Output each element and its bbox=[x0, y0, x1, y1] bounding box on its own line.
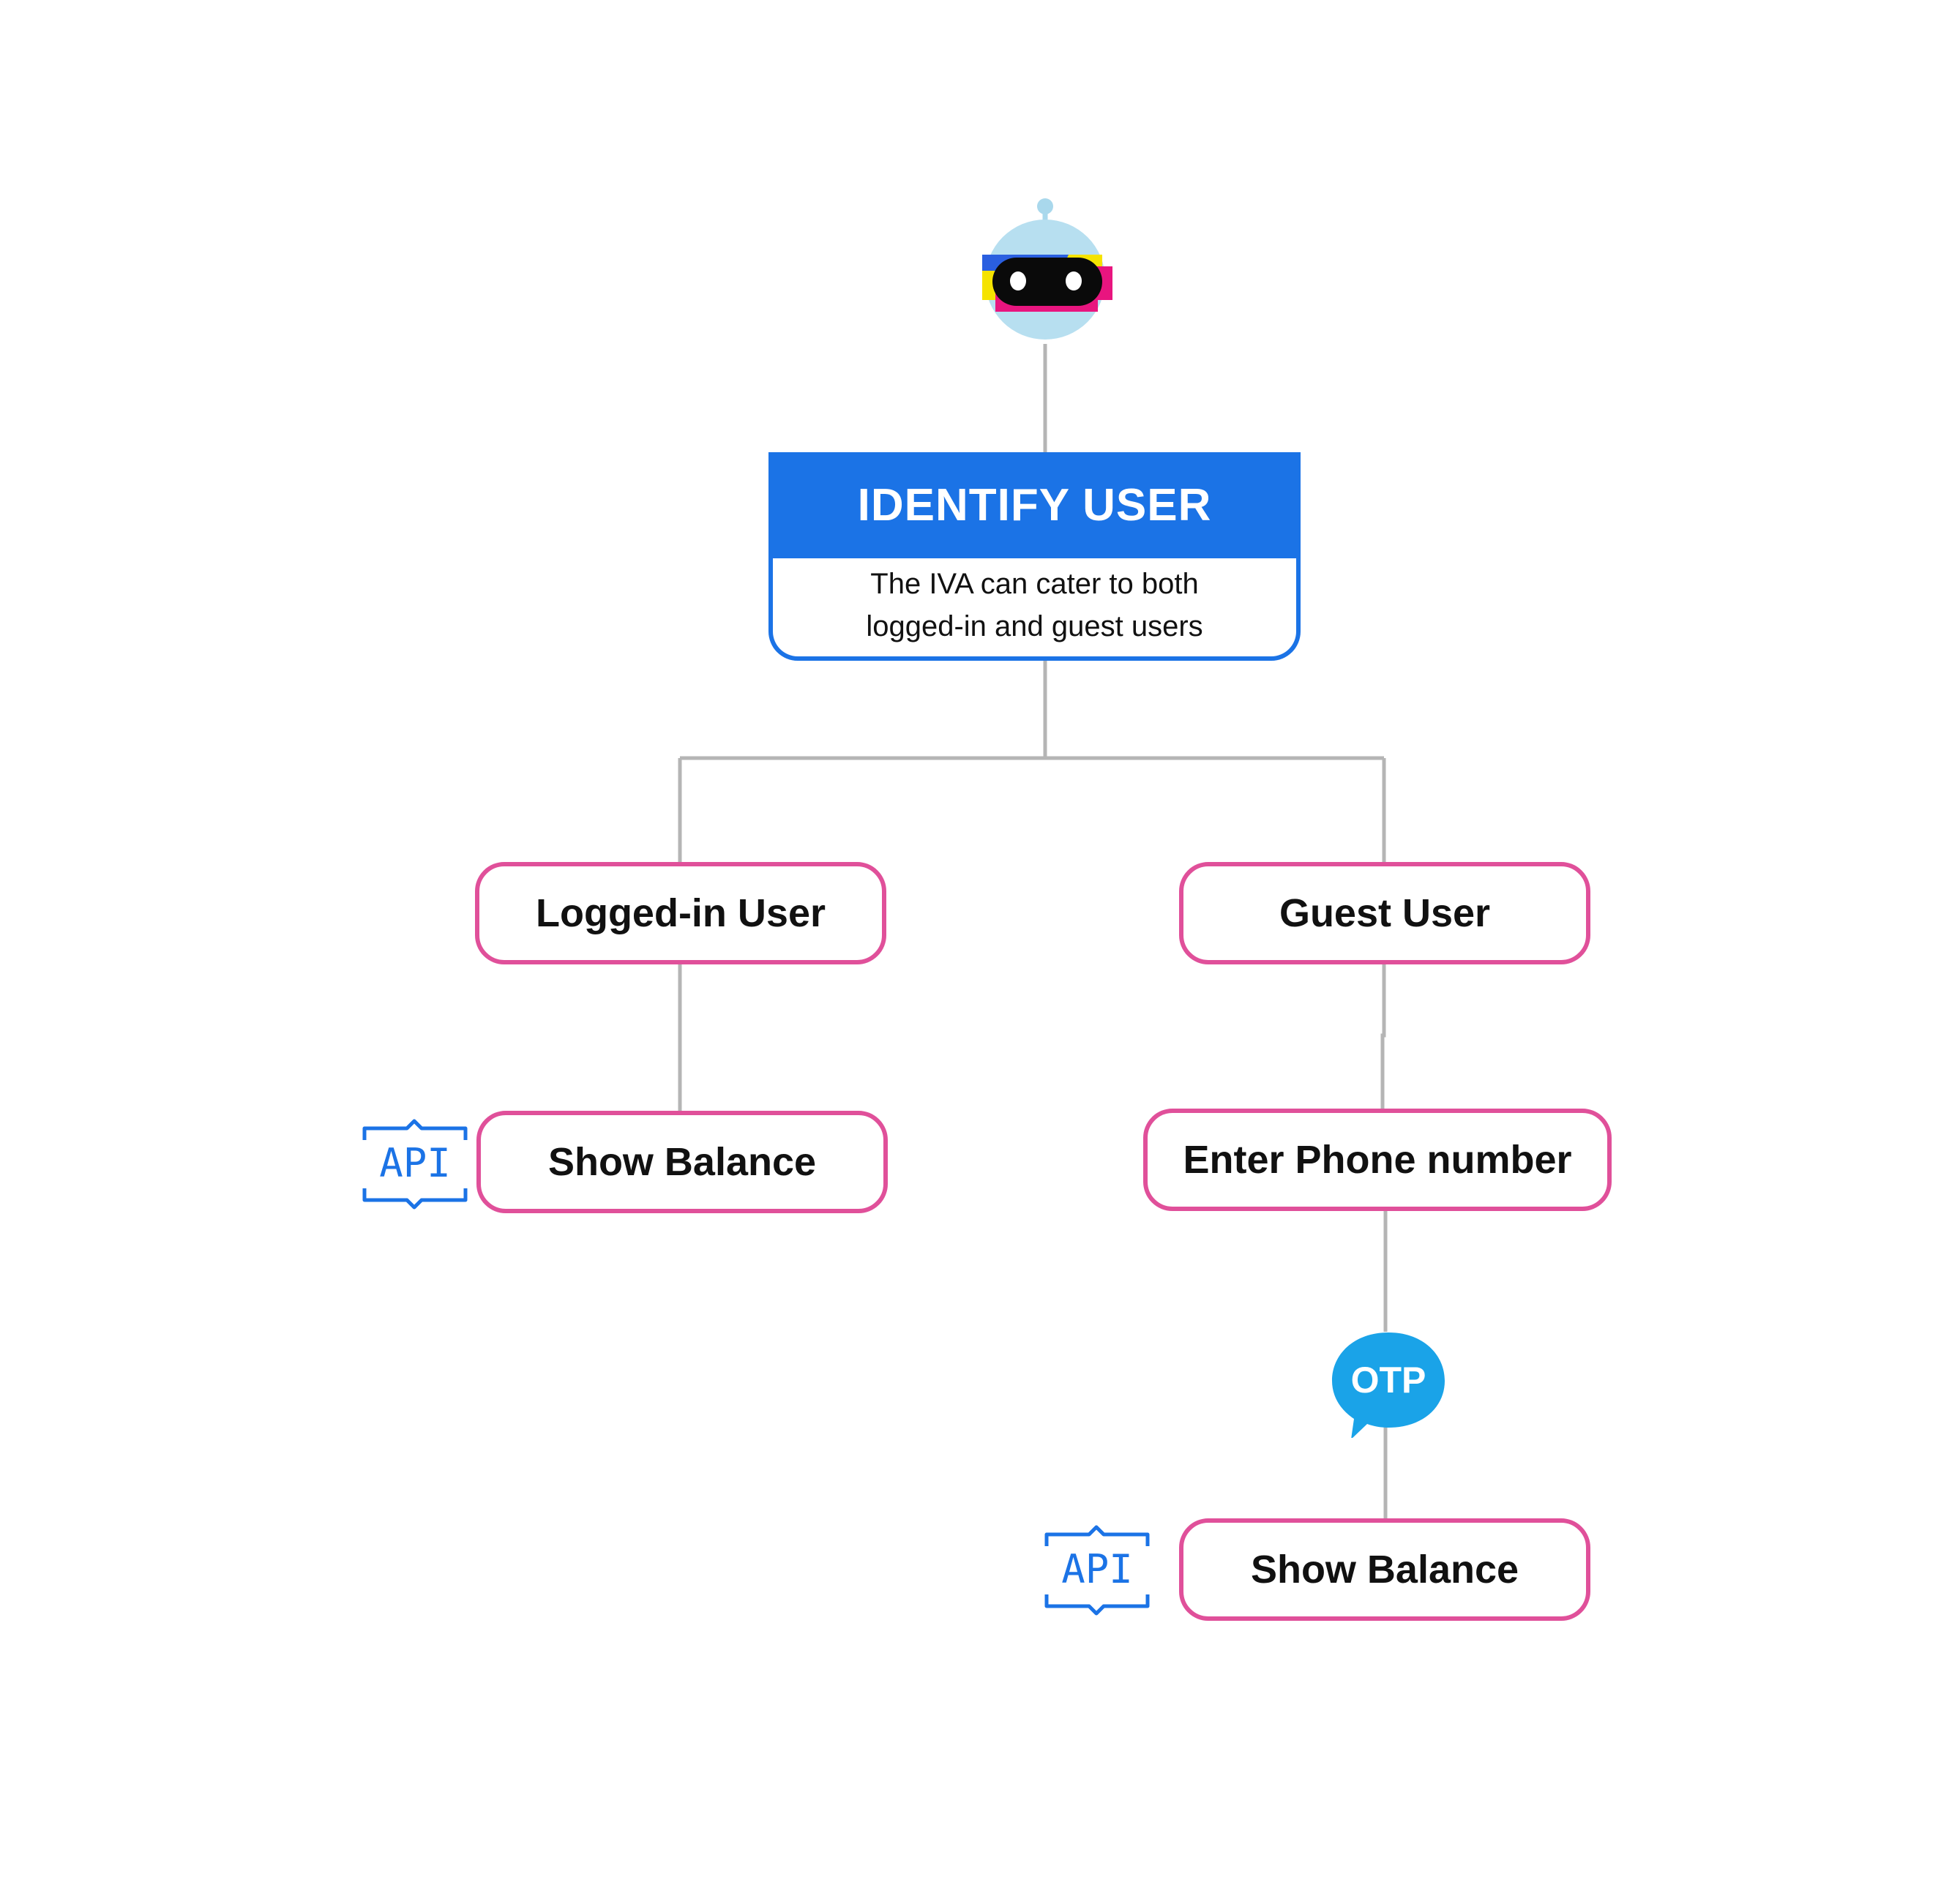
api-icon: API bbox=[1044, 1525, 1150, 1616]
identify-user-card: IDENTIFY USER The IVA can cater to both … bbox=[768, 452, 1301, 661]
svg-text:API: API bbox=[379, 1140, 451, 1186]
description-line-1: The IVA can cater to both bbox=[870, 568, 1199, 600]
show-balance-label: Show Balance bbox=[547, 1140, 817, 1184]
enter-phone-number-label: Enter Phone number bbox=[1183, 1138, 1572, 1182]
robot-bot-icon bbox=[982, 198, 1112, 340]
guest-user-node: Guest User bbox=[1179, 862, 1590, 964]
logged-in-user-label: Logged-in User bbox=[535, 891, 826, 935]
logged-in-user-node: Logged-in User bbox=[475, 862, 886, 964]
connector-guest-to-phone bbox=[1380, 964, 1386, 1109]
identify-user-title: IDENTIFY USER bbox=[773, 452, 1296, 558]
show-balance-node-logged-in: Show Balance bbox=[476, 1111, 888, 1213]
show-balance-label: Show Balance bbox=[1250, 1548, 1519, 1592]
show-balance-node-guest: Show Balance bbox=[1179, 1518, 1590, 1621]
otp-bubble-icon: OTP bbox=[1332, 1332, 1445, 1438]
description-line-2: logged-in and guest users bbox=[866, 610, 1203, 642]
api-icon: API bbox=[362, 1119, 468, 1210]
enter-phone-number-node: Enter Phone number bbox=[1143, 1109, 1612, 1211]
guest-user-label: Guest User bbox=[1279, 891, 1491, 935]
svg-text:API: API bbox=[1061, 1546, 1133, 1592]
identify-user-description: The IVA can cater to both logged-in and … bbox=[773, 558, 1296, 648]
svg-text:OTP: OTP bbox=[1351, 1360, 1426, 1401]
